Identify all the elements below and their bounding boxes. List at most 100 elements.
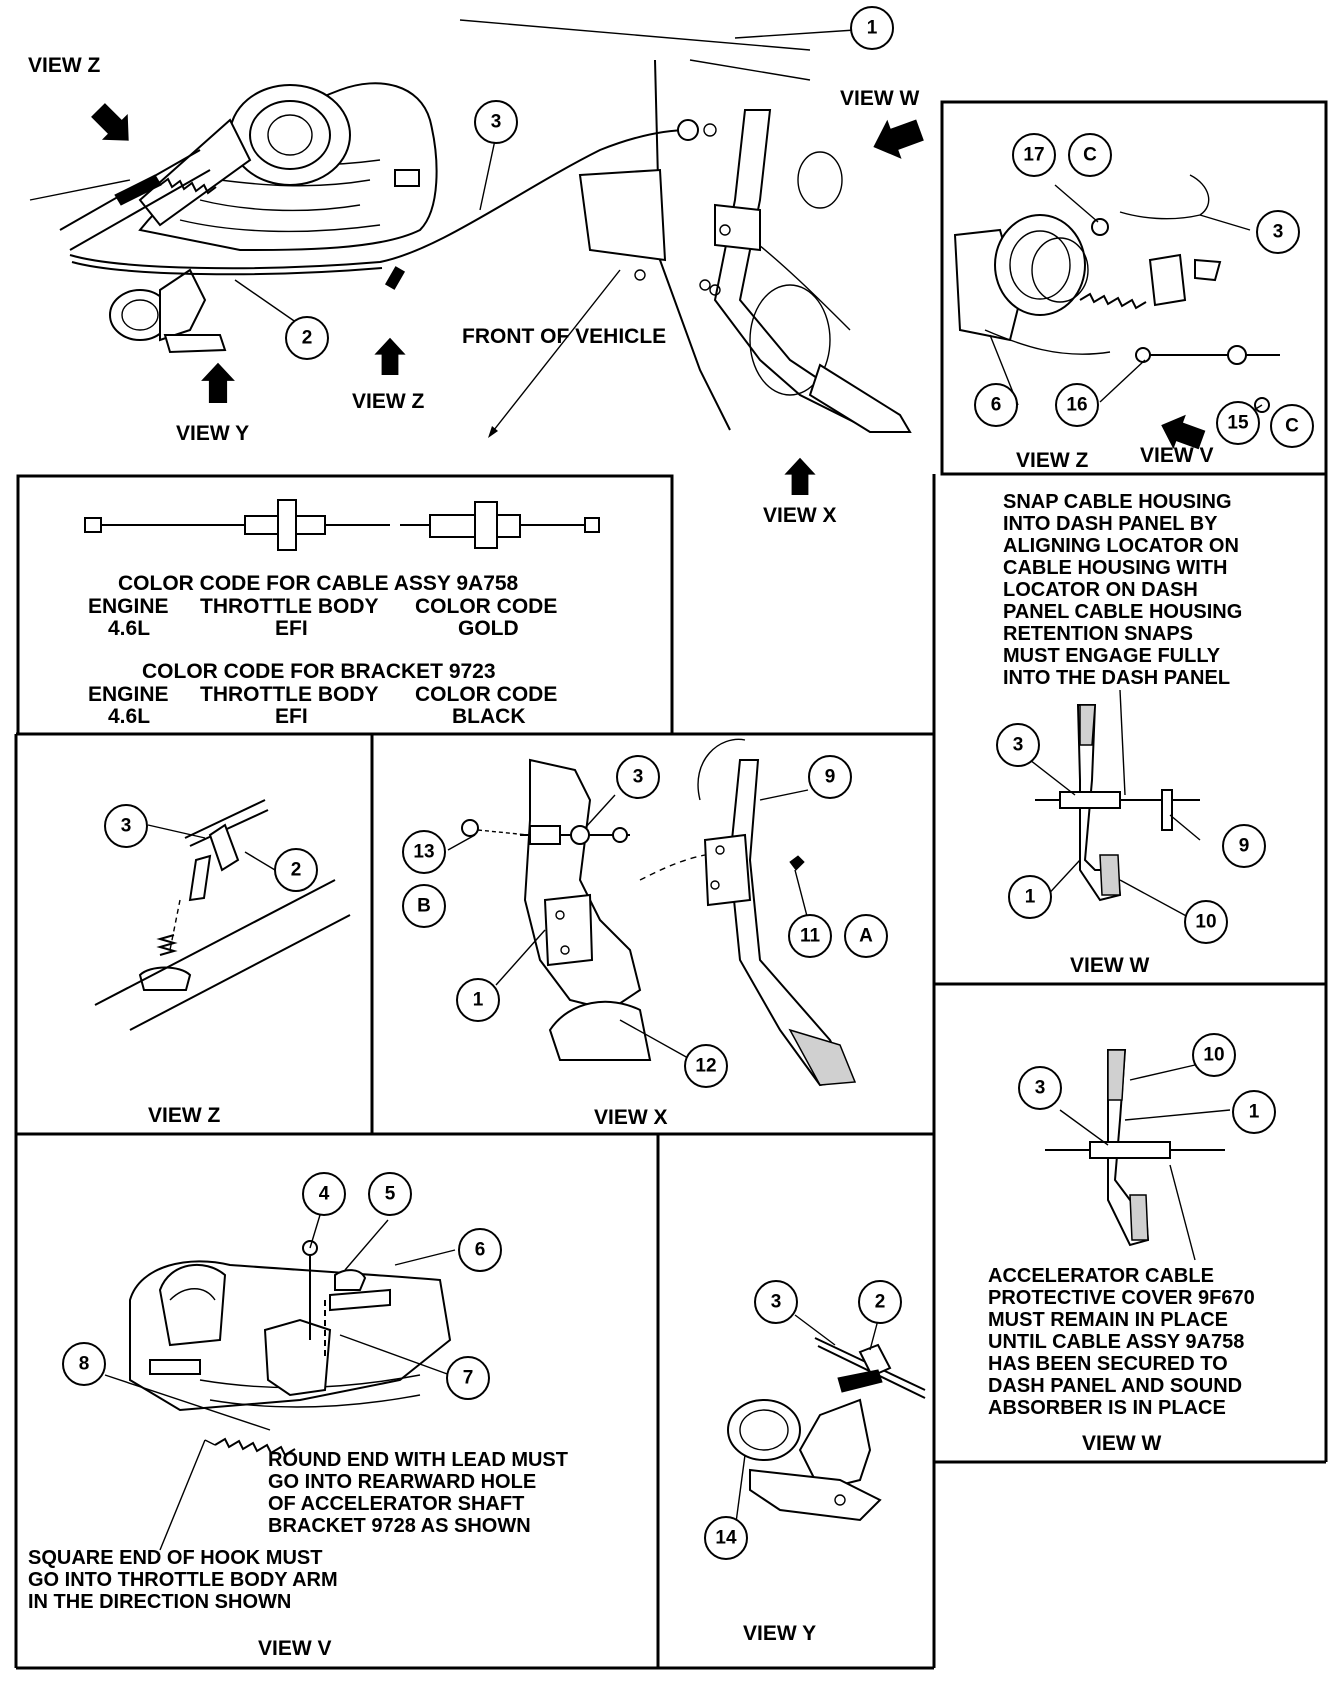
svg-text:13: 13 [413, 842, 434, 863]
svg-text:INTO THE DASH PANEL: INTO THE DASH PANEL [1003, 667, 1230, 689]
svg-text:3: 3 [491, 112, 502, 133]
svg-text:PROTECTIVE COVER 9F670: PROTECTIVE COVER 9F670 [988, 1287, 1255, 1309]
callout-3-vw2: 3 [1018, 1066, 1062, 1110]
callout-1-vw2: 1 [1232, 1090, 1276, 1134]
callout-3-vy: 3 [754, 1280, 798, 1324]
callout-3-vx: 3 [616, 755, 660, 799]
callout-2: 2 [285, 316, 329, 360]
view-z-detail-callouts: 17 C 3 6 16 15 C [974, 133, 1314, 448]
callout-7: 7 [446, 1356, 490, 1400]
color-code-panel: COLOR CODE FOR CABLE ASSY 9A758 ENGINE T… [84, 499, 600, 728]
callout-1: 1 [850, 6, 894, 50]
svg-text:UNTIL CABLE ASSY 9A758: UNTIL CABLE ASSY 9A758 [988, 1331, 1244, 1353]
view-w-mid-detail [1029, 689, 1201, 919]
svg-text:7: 7 [463, 1368, 474, 1389]
view-v-detail [104, 1214, 456, 1551]
svg-text:CABLE HOUSING WITH: CABLE HOUSING WITH [1003, 557, 1227, 579]
svg-text:3: 3 [633, 767, 644, 788]
svg-text:3: 3 [121, 816, 132, 837]
svg-text:16: 16 [1066, 395, 1087, 416]
panel-frames [14, 100, 1328, 1670]
bracket-row-engine: 4.6L [108, 705, 150, 728]
callout-6-vz: 6 [974, 383, 1018, 427]
bracket-row-color: BLACK [452, 705, 526, 728]
svg-text:6: 6 [991, 395, 1002, 416]
callout-10-vw1: 10 [1184, 900, 1228, 944]
svg-text:ALIGNING LOCATOR ON: ALIGNING LOCATOR ON [1003, 535, 1239, 557]
label-view-w-mid: VIEW W [1070, 954, 1150, 977]
cable-title: COLOR CODE FOR CABLE ASSY 9A758 [118, 572, 519, 595]
label-view-x: VIEW X [594, 1106, 668, 1129]
svg-text:10: 10 [1195, 912, 1216, 933]
callout-1-vx: 1 [456, 978, 500, 1022]
svg-text:2: 2 [875, 1292, 886, 1313]
bracket-title: COLOR CODE FOR BRACKET 9723 [142, 660, 496, 683]
callout-3-vz: 3 [1256, 210, 1300, 254]
round-end-note: ROUND END WITH LEAD MUST GO INTO REARWAR… [268, 1449, 568, 1537]
svg-text:17: 17 [1023, 145, 1044, 166]
svg-text:1: 1 [1249, 1102, 1260, 1123]
bracket-header-throttle: THROTTLE BODY [200, 683, 379, 706]
svg-text:1: 1 [1025, 887, 1036, 908]
svg-text:ROUND END WITH LEAD MUST: ROUND END WITH LEAD MUST [268, 1449, 568, 1471]
cable-row-color: GOLD [458, 617, 519, 640]
label-view-z-small: VIEW Z [148, 1104, 221, 1127]
label-view-w-top: VIEW W [840, 87, 920, 110]
svg-text:INTO DASH PANEL BY: INTO DASH PANEL BY [1003, 513, 1218, 535]
view-y-callouts: 3 2 14 [704, 1280, 902, 1560]
callout-2-vy: 2 [858, 1280, 902, 1324]
view-z-small-detail [94, 799, 351, 1031]
view-z-detail [953, 174, 1280, 421]
view-z-small-callouts: 3 2 [104, 804, 318, 892]
callout-3-vw1: 3 [996, 723, 1040, 767]
svg-text:6: 6 [475, 1240, 486, 1261]
callout-A: A [844, 914, 888, 958]
svg-text:SNAP CABLE HOUSING: SNAP CABLE HOUSING [1003, 491, 1232, 513]
callout-6-vv: 6 [458, 1228, 502, 1272]
svg-text:9: 9 [1239, 836, 1250, 857]
label-view-y: VIEW Y [743, 1622, 816, 1645]
cable-header-color: COLOR CODE [415, 595, 557, 618]
svg-text:GO INTO REARWARD HOLE: GO INTO REARWARD HOLE [268, 1471, 536, 1493]
label-view-y-top: VIEW Y [176, 422, 249, 445]
cable-header-engine: ENGINE [88, 595, 169, 618]
svg-text:LOCATOR ON DASH: LOCATOR ON DASH [1003, 579, 1198, 601]
svg-text:9: 9 [825, 767, 836, 788]
callout-11: 11 [788, 914, 832, 958]
callout-10-vw2: 10 [1192, 1033, 1236, 1077]
callout-4: 4 [302, 1172, 346, 1216]
callout-16: 16 [1055, 383, 1099, 427]
callout-17: 17 [1012, 133, 1056, 177]
svg-text:5: 5 [385, 1184, 396, 1205]
svg-text:OF ACCELERATOR SHAFT: OF ACCELERATOR SHAFT [268, 1493, 524, 1515]
callout-2-vzs: 2 [274, 848, 318, 892]
svg-text:3: 3 [771, 1292, 782, 1313]
callout-C-2: C [1270, 404, 1314, 448]
callout-5: 5 [368, 1172, 412, 1216]
svg-text:15: 15 [1227, 413, 1249, 434]
svg-text:HAS BEEN SECURED TO: HAS BEEN SECURED TO [988, 1353, 1228, 1375]
callout-9-vx: 9 [808, 755, 852, 799]
svg-text:B: B [417, 896, 431, 917]
svg-text:A: A [859, 926, 873, 947]
view-x-callouts: 3 9 13 B 11 A 1 12 [402, 755, 888, 1088]
svg-text:11: 11 [800, 926, 821, 947]
svg-text:PANEL CABLE HOUSING: PANEL CABLE HOUSING [1003, 601, 1242, 623]
svg-text:MUST ENGAGE FULLY: MUST ENGAGE FULLY [1003, 645, 1221, 667]
svg-text:MUST REMAIN IN PLACE: MUST REMAIN IN PLACE [988, 1309, 1228, 1331]
svg-text:10: 10 [1203, 1045, 1224, 1066]
label-view-w-low: VIEW W [1082, 1432, 1162, 1455]
callout-C-1: C [1068, 133, 1112, 177]
svg-text:2: 2 [302, 328, 313, 349]
view-y-detail [727, 1314, 926, 1531]
callout-9-vw1: 9 [1222, 824, 1266, 868]
svg-text:ACCELERATOR CABLE: ACCELERATOR CABLE [988, 1265, 1214, 1287]
svg-text:RETENTION SNAPS: RETENTION SNAPS [1003, 623, 1193, 645]
label-view-v: VIEW V [258, 1637, 332, 1660]
svg-text:2: 2 [291, 860, 302, 881]
label-view-x-top: VIEW X [763, 504, 837, 527]
view-w-mid-callouts: 3 9 1 10 [996, 723, 1266, 944]
callout-15: 15 [1216, 401, 1260, 445]
svg-text:BRACKET 9728 AS SHOWN: BRACKET 9728 AS SHOWN [268, 1515, 531, 1537]
cable-row-throttle: EFI [275, 617, 308, 640]
